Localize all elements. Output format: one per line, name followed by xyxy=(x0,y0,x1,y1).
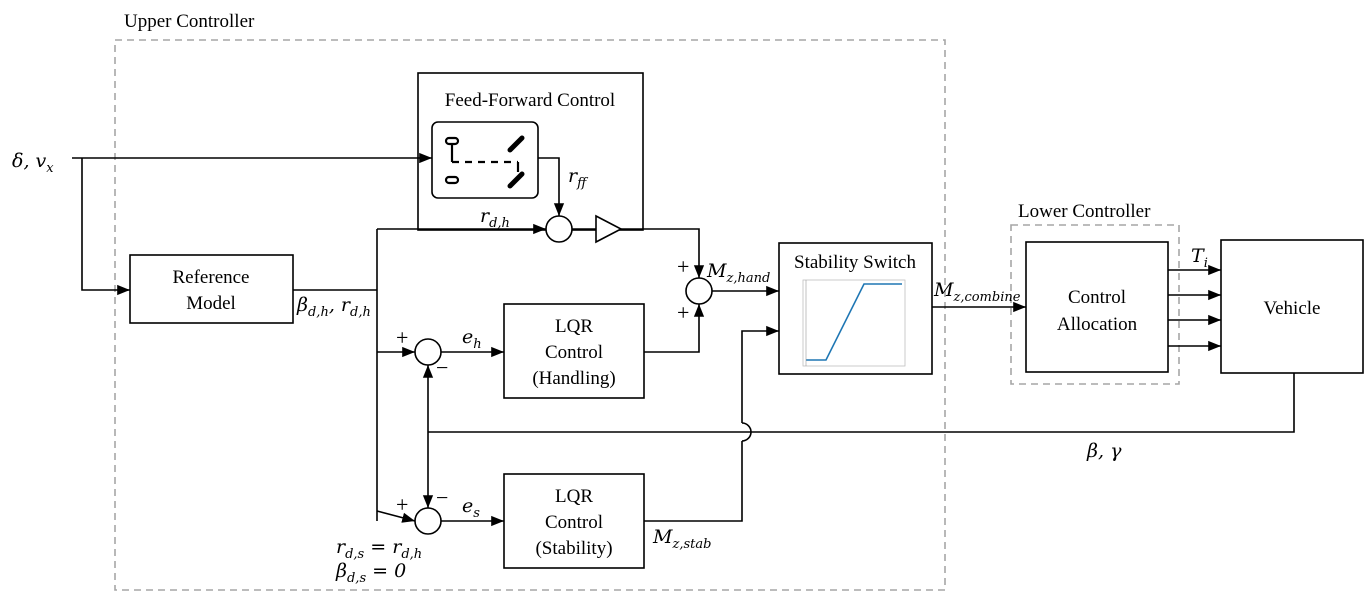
plus-sign-moment-bottom: + xyxy=(677,300,689,325)
vehicle-model-icon-frame xyxy=(431,121,539,199)
plus-sign-handling: + xyxy=(396,325,408,350)
m-hand-label: Mz,hand xyxy=(706,260,770,286)
lqr-stability-line3: (Stability) xyxy=(535,538,612,559)
lqr-handling-line3: (Handling) xyxy=(532,368,615,389)
lqr-handling-line2: Control xyxy=(545,342,603,363)
reference-model-line1: Reference xyxy=(173,267,250,288)
control-allocation-block xyxy=(1025,241,1169,373)
vehicle-model-icon xyxy=(444,135,525,189)
switch-curve-plot xyxy=(802,279,906,367)
plus-sign-stability: + xyxy=(396,492,408,517)
reference-output-label: βd,h, rd,h xyxy=(296,294,371,320)
upper-controller-label: Upper Controller xyxy=(124,11,255,32)
e-h-label: eh xyxy=(462,326,482,352)
lower-controller-label: Lower Controller xyxy=(1018,201,1151,222)
feed-forward-label: Feed-Forward Control xyxy=(445,90,615,111)
t-i-label: Ti xyxy=(1191,245,1208,271)
m-combine-label: Mz,combine xyxy=(933,279,1021,305)
sum-junction-ff xyxy=(545,215,573,243)
reference-model-block xyxy=(129,254,294,324)
r-ff-label: rff xyxy=(568,165,589,191)
e-s-label: es xyxy=(462,495,480,521)
vehicle-label: Vehicle xyxy=(1264,298,1321,319)
signal-wires xyxy=(72,152,1295,527)
control-allocation-line2: Allocation xyxy=(1057,314,1138,335)
input-signal-label: δ, vx xyxy=(12,150,54,176)
control-allocation-line1: Control xyxy=(1068,287,1126,308)
lqr-handling-line1: LQR xyxy=(555,316,593,337)
r-ds-note: rd,s = rd,h xyxy=(336,536,422,562)
sum-junction-stability xyxy=(414,507,442,535)
m-stab-label: Mz,stab xyxy=(652,526,711,552)
minus-sign-stability: − xyxy=(436,485,448,510)
lqr-stability-block xyxy=(503,473,645,569)
r-dh-top-label: rd,h xyxy=(480,205,510,231)
minus-sign-handling: − xyxy=(436,355,448,380)
lqr-stability-line2: Control xyxy=(545,512,603,533)
lower-controller-frame xyxy=(1010,224,1180,385)
vehicle-block xyxy=(1220,239,1364,374)
feedback-label: β, γ xyxy=(1086,440,1122,462)
beta-ds-note: βd,s = 0 xyxy=(335,560,406,586)
plus-sign-moment-top: + xyxy=(677,254,689,279)
upper-controller-frame xyxy=(114,39,946,591)
lqr-handling-block xyxy=(503,303,645,399)
lqr-stability-line1: LQR xyxy=(555,486,593,507)
stability-switch-label: Stability Switch xyxy=(794,252,916,273)
reference-model-line2: Model xyxy=(186,293,236,314)
